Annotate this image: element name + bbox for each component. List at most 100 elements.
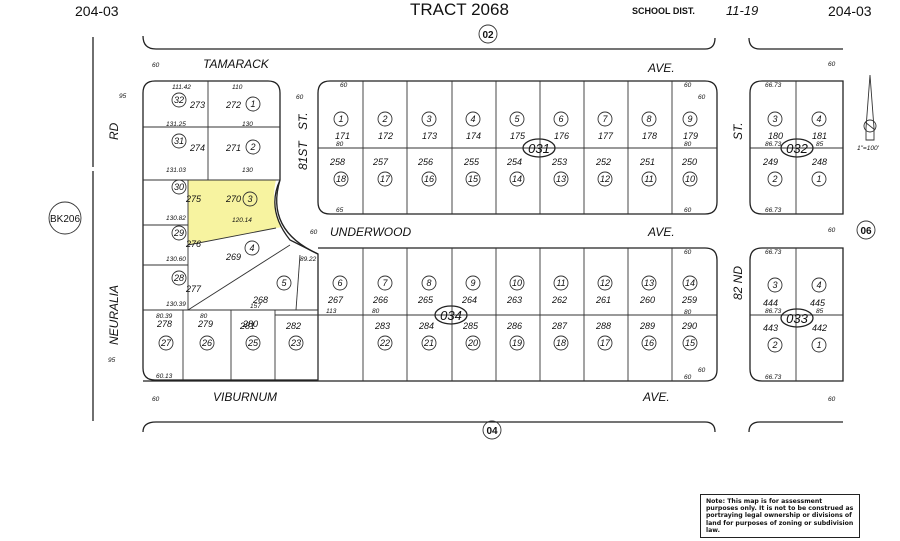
svg-text:9: 9 [687, 114, 692, 124]
highlighted-parcel-270 [188, 180, 282, 245]
block-031 [317, 80, 718, 215]
street-underwood: UNDERWOOD [330, 225, 411, 239]
svg-text:26: 26 [201, 338, 212, 348]
svg-text:287: 287 [551, 321, 568, 331]
svg-text:31: 31 [174, 136, 184, 146]
svg-text:248: 248 [811, 157, 827, 167]
svg-text:60: 60 [828, 396, 836, 403]
svg-text:1: 1 [250, 99, 255, 109]
svg-text:18: 18 [336, 174, 346, 184]
svg-text:031: 031 [528, 141, 550, 156]
map-page-02: 02 [478, 24, 498, 44]
svg-text:13: 13 [644, 278, 654, 288]
street-viburnum: VIBURNUM [213, 390, 277, 404]
svg-text:04: 04 [486, 426, 498, 437]
svg-text:17: 17 [600, 338, 611, 348]
svg-text:80.39: 80.39 [156, 313, 173, 320]
svg-text:034: 034 [440, 308, 462, 323]
svg-text:80: 80 [684, 141, 692, 148]
svg-text:60: 60 [684, 249, 692, 256]
svg-text:278: 278 [156, 319, 172, 329]
svg-text:60: 60 [310, 229, 318, 236]
svg-text:3: 3 [426, 114, 431, 124]
street-neuralia-rd: RD [107, 122, 121, 140]
svg-text:5: 5 [281, 278, 287, 288]
svg-text:171: 171 [335, 131, 350, 141]
tamarack-north-edge [142, 35, 716, 50]
street-viburnum-ave: AVE. [642, 390, 670, 404]
svg-text:02: 02 [482, 30, 494, 41]
svg-text:16: 16 [424, 174, 434, 184]
svg-text:130.82: 130.82 [166, 215, 186, 222]
street-82nd: 82 ND [731, 266, 745, 300]
street-tamarack-ave: AVE. [647, 61, 675, 75]
street-tamarack: TAMARACK [203, 57, 270, 71]
svg-text:033: 033 [786, 311, 808, 326]
svg-text:66.73: 66.73 [765, 374, 782, 381]
svg-text:253: 253 [551, 157, 567, 167]
svg-text:15: 15 [468, 174, 479, 184]
svg-text:3: 3 [772, 280, 777, 290]
svg-text:283: 283 [374, 321, 390, 331]
svg-text:275: 275 [185, 194, 202, 204]
svg-text:14: 14 [512, 174, 522, 184]
svg-text:18: 18 [556, 338, 566, 348]
block-034 [143, 247, 718, 382]
svg-text:2: 2 [771, 174, 777, 184]
scale-label: 1"=100' [857, 145, 880, 152]
svg-text:277: 277 [185, 284, 202, 294]
svg-text:10: 10 [685, 174, 695, 184]
north-arrow-icon [863, 74, 877, 141]
svg-text:66.73: 66.73 [765, 82, 782, 89]
page-number-right: 204-03 [828, 3, 872, 19]
svg-text:268: 268 [252, 295, 268, 305]
svg-text:86.73: 86.73 [765, 141, 782, 148]
tract-title: TRACT 2068 [410, 0, 509, 19]
svg-text:60: 60 [684, 82, 692, 89]
svg-text:60: 60 [152, 396, 160, 403]
svg-text:130: 130 [242, 121, 253, 128]
svg-text:131.03: 131.03 [166, 167, 186, 174]
svg-text:272: 272 [225, 100, 241, 110]
svg-text:130.60: 130.60 [166, 256, 186, 263]
svg-text:20: 20 [467, 338, 478, 348]
svg-text:281: 281 [239, 321, 255, 331]
svg-text:289: 289 [639, 321, 655, 331]
svg-text:13: 13 [556, 174, 566, 184]
street-81st: 81ST [296, 140, 310, 170]
svg-text:174: 174 [466, 131, 481, 141]
svg-text:30: 30 [174, 182, 184, 192]
svg-text:259: 259 [681, 295, 697, 305]
viburnum-south-edge-east [748, 421, 843, 433]
svg-text:120.14: 120.14 [232, 217, 252, 224]
svg-text:ST.: ST. [731, 122, 745, 140]
svg-text:60: 60 [684, 374, 692, 381]
svg-text:95: 95 [119, 93, 127, 100]
svg-text:2: 2 [381, 114, 387, 124]
svg-text:85: 85 [816, 308, 824, 315]
svg-text:443: 443 [763, 323, 778, 333]
svg-text:8: 8 [646, 114, 651, 124]
svg-text:32: 32 [174, 95, 184, 105]
street-underwood-ave: AVE. [647, 225, 675, 239]
svg-text:14: 14 [685, 278, 695, 288]
svg-text:157: 157 [250, 303, 261, 310]
block-label-033: 033 [780, 308, 814, 328]
svg-text:176: 176 [554, 131, 569, 141]
svg-text:276: 276 [185, 239, 201, 249]
block-032 [749, 80, 844, 215]
svg-text:80: 80 [336, 141, 344, 148]
svg-text:267: 267 [327, 295, 344, 305]
svg-text:4: 4 [816, 114, 821, 124]
svg-text:85: 85 [816, 141, 824, 148]
svg-text:264: 264 [461, 295, 477, 305]
tamarack-north-edge-east [748, 37, 843, 50]
svg-text:11: 11 [644, 174, 653, 184]
svg-text:254: 254 [506, 157, 522, 167]
svg-text:3: 3 [772, 114, 777, 124]
svg-text:66.73: 66.73 [765, 249, 782, 256]
svg-text:1: 1 [338, 114, 343, 124]
svg-text:16: 16 [644, 338, 654, 348]
map-page-06: 06 [856, 220, 876, 240]
